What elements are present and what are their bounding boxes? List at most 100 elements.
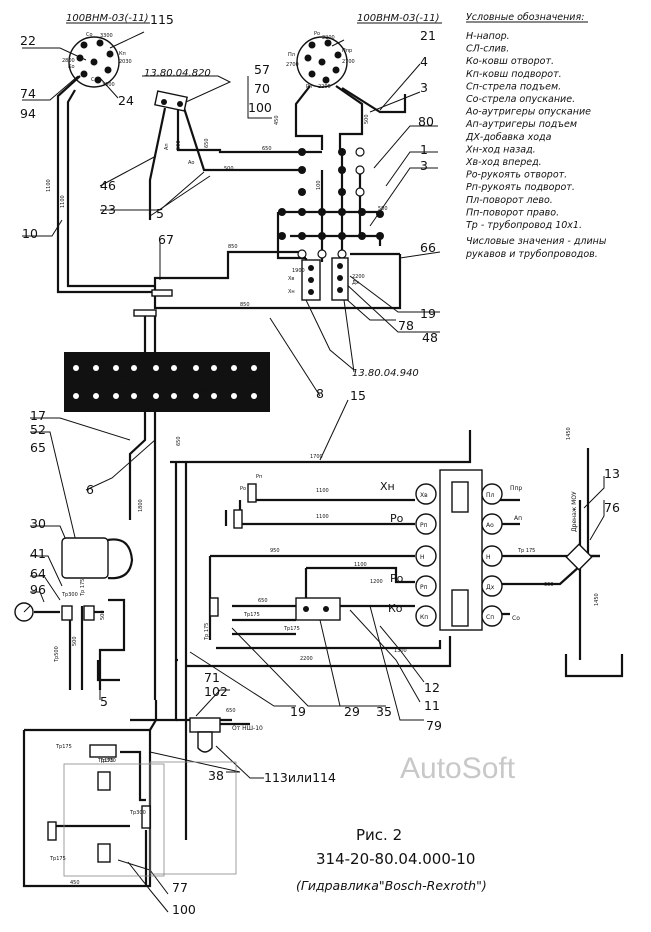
legend-item: Пл-поворот лево. (466, 195, 553, 206)
callout-number: 19 (290, 704, 306, 719)
svg-text:Ао: Ао (188, 160, 194, 166)
joystick: Ап Ао (154, 90, 194, 166)
svg-text:Ро: Ро (390, 572, 404, 585)
callout-number: 35 (376, 704, 392, 719)
valve-right-label: Н (486, 554, 491, 561)
dimension-label: 1100 (60, 195, 66, 208)
callout-number: 6 (86, 482, 94, 497)
callout-number: 21 (420, 28, 436, 43)
callout-number: 46 (100, 178, 116, 193)
svg-text:Ап: Ап (514, 515, 522, 522)
dimension-label: Тр300 (99, 758, 116, 764)
panel-label-bottom: Пп (248, 406, 255, 412)
callout-number: 13 (604, 466, 620, 481)
svg-text:2700: 2700 (286, 62, 299, 68)
watermark: AutoSoft (400, 752, 516, 785)
dimension-label: 500 (72, 636, 78, 646)
drain-label: Дренаж МОУ (571, 491, 578, 532)
legend-item: Кп-ковш подворот. (466, 69, 562, 80)
valve-right-label: Дх (486, 584, 495, 591)
callout-number: 3 (420, 158, 428, 173)
legend-item: Н-напор. (466, 31, 510, 42)
callout-number: 96 (30, 582, 46, 597)
callout-number: 12 (424, 680, 440, 695)
callout-number: 38 (208, 768, 224, 783)
dimension-label: 2200 (300, 656, 313, 662)
dimension-label: Тр 175 (517, 548, 535, 554)
dimension-label: 650 (176, 436, 182, 446)
callout-number: 67 (158, 232, 174, 247)
callout-number: 77 (172, 880, 188, 895)
callout-number: 15 (350, 388, 366, 403)
svg-text:Хн: Хн (288, 289, 295, 295)
valve-left-label: Рп (420, 522, 428, 529)
dimension-label: 950 (270, 548, 280, 554)
svg-text:Со: Со (512, 615, 520, 622)
callout-number: 1 (420, 142, 428, 157)
legend-item: СЛ-слив. (466, 44, 509, 55)
dimension-label: 1200 (370, 579, 383, 585)
callout-number: 100 (248, 100, 272, 115)
panel-label-bottom: Рп (220, 406, 226, 412)
svg-text:Ко: Ко (388, 602, 403, 615)
valve-right-ext-labels: Ппр Ап Со (510, 485, 522, 622)
valve-left-port (415, 545, 437, 567)
dimension-label: Тр175 (49, 856, 66, 862)
dimension-label: 450 (70, 880, 80, 886)
filter-unit (89, 744, 117, 758)
callout-number: 100 (172, 902, 196, 917)
callout-number: 65 (30, 440, 46, 455)
legend-note-1: Числовые значения - длины (466, 236, 607, 247)
valve-left-port (415, 575, 437, 597)
callout-number: 74 (20, 86, 36, 101)
valve-left-label: Кп (420, 614, 428, 621)
valve-left-label: Н (420, 554, 425, 561)
valve-right-label: Ао (486, 522, 494, 529)
dimension-label: 1300 (394, 648, 407, 654)
hydraulic-lines (22, 75, 600, 888)
callout-number: 41 (30, 546, 46, 561)
valve-left-port (415, 605, 437, 627)
legend-item: Ап-аутригеры подъем (465, 119, 577, 130)
callout-number: 5 (100, 694, 108, 709)
bottom-assembly: От НШ-10 (47, 717, 263, 877)
dimension-label: 850 (240, 302, 250, 308)
dimension-label: 650 (226, 708, 236, 714)
callout-number: 48 (422, 330, 438, 345)
legend-note-2: рукавов и трубопроводов. (465, 249, 598, 260)
valve-right-label: Сп (486, 614, 494, 621)
callout-number: 4 (420, 54, 428, 69)
legend-item: Пп-поворот право. (466, 207, 559, 218)
callout-number: 115 (150, 12, 174, 27)
svg-text:Ппр: Ппр (510, 485, 522, 492)
callout-number: 113или114 (264, 770, 336, 785)
legend-item: Рп-рукоять подворот. (466, 182, 575, 193)
dimension-label: Тр 175 (204, 623, 210, 641)
callout-number: 102 (204, 684, 228, 699)
callout-number: 71 (204, 670, 220, 685)
valve-left-port (415, 483, 437, 505)
left-distributor-label: 100ВНМ-03(-11) (66, 13, 149, 24)
part-code-top: 13.80.04.820 (144, 68, 211, 79)
dimension-label: 850 (228, 244, 238, 250)
svg-text:2700: 2700 (342, 59, 355, 65)
panel-label-bottom: Хн (196, 406, 203, 412)
panel-label-mid: Дх (200, 388, 207, 394)
valve-right-port (481, 575, 503, 597)
figure-number: Рис. 2 (356, 826, 402, 844)
dimension-label: 450 (274, 115, 280, 125)
dimension-label: 650 (258, 598, 268, 604)
dimension-label: Тр175 (243, 612, 260, 618)
svg-text:Хв: Хв (288, 276, 294, 282)
callout-number: 5 (156, 206, 164, 221)
callout-number: 66 (420, 240, 436, 255)
panel-label-top: Со (143, 374, 150, 380)
document-subtitle: (Гидравлика"Bosch-Rexroth") (296, 878, 487, 893)
dimension-label: 500 (176, 140, 182, 150)
callout-number: 10 (22, 226, 38, 241)
callout-number: 30 (30, 516, 46, 531)
svg-text:3300: 3300 (100, 33, 113, 39)
